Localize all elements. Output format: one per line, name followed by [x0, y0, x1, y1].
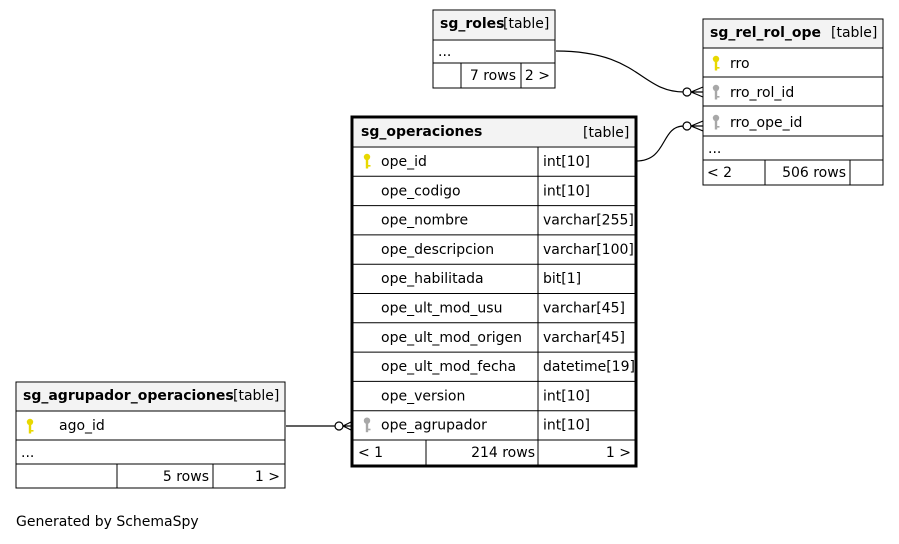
- relationship-operaciones-to-rel-rol: [635, 125, 685, 162]
- table-sg-roles[interactable]: sg_roles [table] ... 7 rows 2 >: [432, 9, 556, 89]
- table-sg-agrupador-operaciones[interactable]: sg_agrupador_operaciones [table] ago_id …: [15, 381, 286, 489]
- table-row[interactable]: ope_id int[10]: [363, 147, 590, 177]
- table-header: [704, 20, 882, 48]
- relationship-crowfoot: [690, 120, 704, 132]
- column-name[interactable]: ope_ult_mod_origen: [381, 330, 522, 346]
- children-link[interactable]: 1 >: [606, 445, 631, 461]
- column-type: int[10]: [543, 418, 590, 434]
- column-type: int[10]: [543, 388, 590, 404]
- table-name[interactable]: sg_rel_rol_ope: [710, 25, 821, 41]
- column-type: varchar[255]: [543, 213, 634, 229]
- column-name[interactable]: ope_codigo: [381, 183, 461, 199]
- parents-link[interactable]: < 1: [358, 445, 383, 461]
- column-name[interactable]: ope_descripcion: [381, 242, 494, 258]
- children-link[interactable]: 1 >: [255, 469, 280, 485]
- more-columns-ellipsis: ...: [438, 44, 451, 60]
- table-name[interactable]: sg_roles: [440, 16, 505, 32]
- table-row[interactable]: ope_codigo int[10]: [352, 175, 636, 206]
- relationships: [286, 50, 704, 432]
- table-kind: [table]: [583, 125, 629, 141]
- table-row[interactable]: ope_ult_mod_fecha datetime[19]: [352, 351, 636, 382]
- column-type: int[10]: [543, 154, 590, 170]
- table-sg-rel-rol-ope[interactable]: sg_rel_rol_ope [table] rro rro_rol_id rr…: [702, 18, 884, 186]
- table-header: [354, 119, 634, 146]
- column-name[interactable]: ope_agrupador: [381, 418, 487, 434]
- column-list: ope_id int[10] ope_codigo int[10] ope_nombre…: [352, 147, 636, 440]
- column-type: datetime[19]: [543, 359, 635, 375]
- table-row[interactable]: ope_version int[10]: [352, 380, 636, 411]
- relationship-crowfoot: [690, 86, 704, 98]
- children-link[interactable]: 2 >: [525, 68, 550, 84]
- table-kind: [table]: [233, 388, 279, 404]
- column-name[interactable]: ago_id: [59, 418, 105, 434]
- row-count: 214 rows: [471, 445, 535, 461]
- table-name[interactable]: sg_agrupador_operaciones: [23, 388, 234, 404]
- column-name[interactable]: ope_nombre: [381, 213, 468, 229]
- table-row[interactable]: ope_habilitada bit[1]: [352, 263, 636, 294]
- relationship-end-marker: [682, 87, 692, 97]
- column-name[interactable]: rro: [730, 56, 750, 72]
- table-kind: [table]: [831, 25, 877, 41]
- row-count: 5 rows: [163, 469, 209, 485]
- table-name[interactable]: sg_operaciones: [361, 124, 482, 140]
- table-row[interactable]: ope_descripcion varchar[100]: [352, 234, 636, 265]
- column-type: int[10]: [543, 183, 590, 199]
- column-type: varchar[100]: [543, 242, 634, 258]
- table-row[interactable]: ope_nombre varchar[255]: [352, 205, 636, 235]
- table-row[interactable]: ope_agrupador int[10]: [352, 410, 636, 440]
- column-type: bit[1]: [543, 271, 581, 287]
- relationship-end-marker: [334, 421, 344, 431]
- column-name[interactable]: ope_id: [381, 154, 427, 170]
- column-name[interactable]: rro_ope_id: [730, 115, 802, 131]
- table-row[interactable]: ope_ult_mod_usu varchar[45]: [352, 293, 636, 323]
- table-header: [17, 383, 284, 411]
- more-columns-ellipsis: ...: [708, 141, 721, 157]
- column-name[interactable]: ope_ult_mod_fecha: [381, 359, 516, 375]
- footer-credit: Generated by SchemaSpy: [16, 514, 199, 530]
- column-name[interactable]: ope_habilitada: [381, 271, 484, 287]
- relationship-roles-to-rel-rol: [555, 50, 685, 93]
- parents-link[interactable]: < 2: [707, 165, 732, 181]
- column-type: varchar[45]: [543, 330, 625, 346]
- table-row[interactable]: ope_ult_mod_origen varchar[45]: [352, 322, 636, 353]
- column-name[interactable]: ope_version: [381, 388, 465, 404]
- column-name[interactable]: ope_ult_mod_usu: [381, 301, 502, 317]
- table-frame: [350, 115, 638, 468]
- column-type: varchar[45]: [543, 301, 625, 317]
- column-name[interactable]: rro_rol_id: [730, 85, 794, 101]
- table-header: [434, 11, 554, 39]
- table-kind: [table]: [503, 16, 549, 32]
- relationship-end-marker: [682, 121, 692, 131]
- row-count: 506 rows: [782, 165, 846, 181]
- row-count: 7 rows: [470, 68, 516, 84]
- more-columns-ellipsis: ...: [21, 445, 34, 461]
